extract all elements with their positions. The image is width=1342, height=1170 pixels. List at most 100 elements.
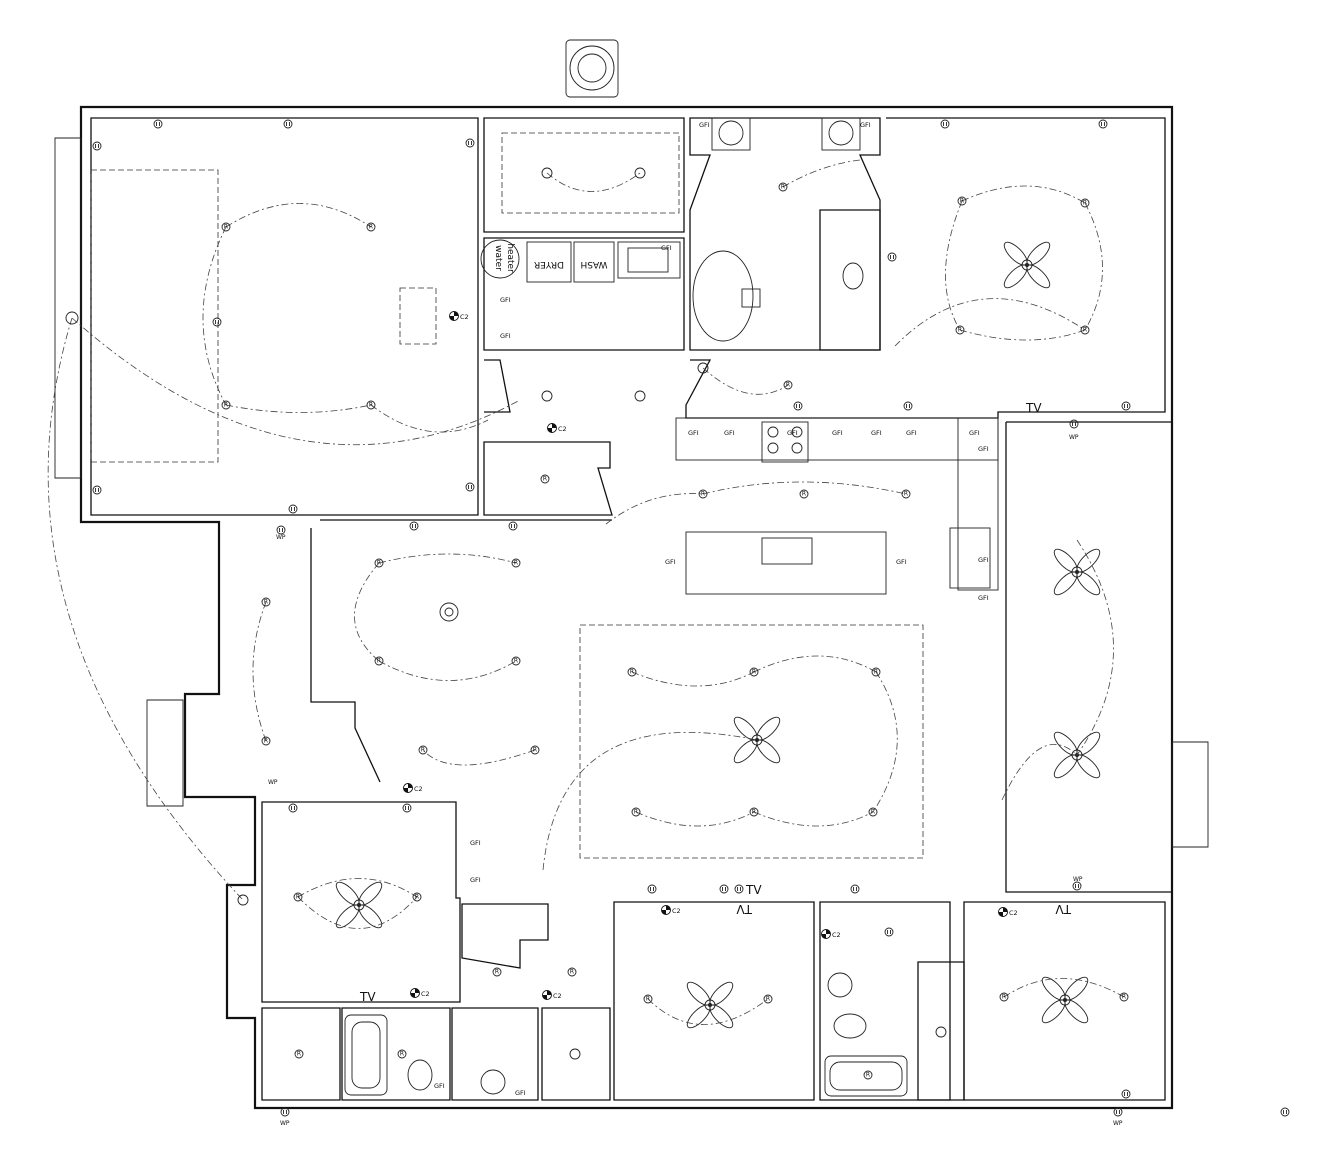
recessed-light-label: R: [766, 996, 770, 1003]
gfi-label: GFI: [860, 121, 871, 129]
gfi-label: GFI: [515, 1089, 526, 1097]
wp-label: WP: [1113, 1120, 1123, 1127]
c2-label: C2: [1009, 909, 1018, 917]
tv-label: TV: [359, 990, 376, 1004]
recessed-light-label: R: [495, 969, 499, 976]
gfi-labels: GFI GFI GFI GFI GFI GFI GFI GFI GFI GFI …: [434, 121, 989, 1097]
gfi-label: GFI: [661, 244, 672, 252]
exterior-walls: [54, 39, 1209, 1110]
recessed-light-label: R: [514, 658, 518, 665]
wp-labels: WP WP WP WP WP WP: [268, 434, 1123, 1127]
recessed-light-label: R: [752, 669, 756, 676]
gfi-label: GFI: [434, 1082, 445, 1090]
wp-label: WP: [280, 1120, 290, 1127]
water-heater-label-1: water: [493, 245, 503, 271]
outlets: [92, 119, 1290, 1117]
tv-labels: TV TV TV TV TV: [359, 401, 1072, 1004]
recessed-light-label: R: [570, 969, 574, 976]
gfi-label: GFI: [906, 429, 917, 437]
recessed-light-label: R: [960, 198, 964, 205]
gfi-label: GFI: [969, 429, 980, 437]
bath-fixtures: [344, 117, 908, 1097]
recessed-light-label: R: [264, 599, 268, 606]
gfi-label: GFI: [896, 558, 907, 566]
recessed-light-label: R: [543, 476, 547, 483]
gfi-label: GFI: [787, 429, 798, 437]
recessed-light-label: R: [369, 402, 373, 409]
gfi-label: GFI: [470, 839, 481, 847]
wp-label: WP: [276, 534, 286, 541]
switch-circuits: [47, 159, 1125, 1025]
fan-icon: [332, 878, 386, 932]
recessed-light-label: R: [514, 560, 518, 567]
recessed-light-label: R: [264, 738, 268, 745]
recessed-light-label: R: [377, 658, 381, 665]
dryer-label: DRYER: [534, 259, 564, 269]
recessed-light-label: R: [958, 327, 962, 334]
wash-label: WASH: [580, 259, 607, 269]
c2-label: C2: [558, 425, 567, 433]
recessed-light-label: R: [752, 809, 756, 816]
recessed-light-label: R: [871, 809, 875, 816]
gfi-label: GFI: [978, 445, 989, 453]
tv-label: TV: [745, 883, 762, 897]
recessed-light-label: R: [1083, 200, 1087, 207]
recessed-light-label: R: [802, 491, 806, 498]
gfi-label: GFI: [871, 429, 882, 437]
tv-label: TV: [736, 902, 753, 916]
water-heater-label-2: heater: [505, 243, 515, 273]
gfi-label: GFI: [978, 556, 989, 564]
recessed-light-label: R: [1122, 994, 1126, 1001]
fan-icon: [1000, 238, 1054, 292]
recessed-light-label: R: [296, 894, 300, 901]
gfi-label: GFI: [500, 296, 511, 304]
recessed-light-label: R: [224, 224, 228, 231]
gfi-label: GFI: [665, 558, 676, 566]
gfi-label: GFI: [832, 429, 843, 437]
wp-label: WP: [1069, 434, 1079, 441]
wp-label: WP: [1073, 876, 1083, 883]
c2-label: C2: [832, 931, 841, 939]
c2-label: C2: [672, 907, 681, 915]
gfi-label: GFI: [978, 594, 989, 602]
soffit-outlines: [90, 132, 924, 859]
recessed-light-label: R: [533, 747, 537, 754]
laundry: water heater DRYER WASH: [480, 239, 681, 283]
gfi-label: GFI: [688, 429, 699, 437]
fan-icon: [1038, 973, 1092, 1027]
recessed-light-label: R: [297, 1051, 301, 1058]
recessed-light-label: R: [377, 560, 381, 567]
kitchen-counters: [675, 417, 999, 595]
c2-detectors: C2 C2 C2 C2 C2 C2 C2 C2: [403, 311, 1018, 1000]
recessed-light-label: R: [415, 894, 419, 901]
c2-label: C2: [414, 785, 423, 793]
c2-label: C2: [553, 992, 562, 1000]
tv-label: TV: [1025, 401, 1042, 415]
tv-label: TV: [1055, 902, 1072, 916]
ceiling-lights: [65, 167, 947, 1060]
recessed-light-label: R: [1083, 327, 1087, 334]
gfi-label: GFI: [500, 332, 511, 340]
recessed-light-label: R: [786, 382, 790, 389]
interior-walls: [261, 117, 1172, 1101]
recessed-light-label: R: [400, 1051, 404, 1058]
c2-label: C2: [460, 313, 469, 321]
recessed-light-label: R: [874, 669, 878, 676]
ceiling-fans: [332, 238, 1104, 1032]
recessed-light-label: R: [369, 224, 373, 231]
gfi-label: GFI: [699, 121, 710, 129]
gfi-label: GFI: [724, 429, 735, 437]
recessed-light-label: R: [630, 669, 634, 676]
recessed-light-label: R: [866, 1072, 870, 1079]
recessed-light-label: R: [646, 996, 650, 1003]
recessed-light-label: R: [224, 402, 228, 409]
recessed-light-label: R: [781, 184, 785, 191]
recessed-light-label: R: [421, 747, 425, 754]
recessed-light-label: R: [634, 809, 638, 816]
recessed-light-label: R: [1002, 994, 1006, 1001]
fan-icon: [730, 713, 784, 767]
c2-label: C2: [421, 990, 430, 998]
recessed-light-label: R: [904, 491, 908, 498]
wp-label: WP: [268, 779, 278, 786]
